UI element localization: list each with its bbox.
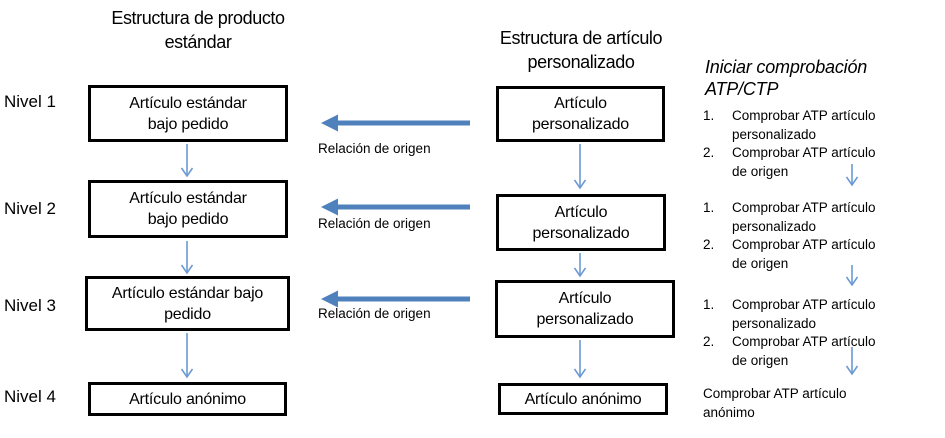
custom-item-box-level3: Artículo personalizado	[495, 280, 675, 338]
flow-arrow-down-icon	[180, 241, 194, 275]
left-column-title: Estructura de producto estándar	[111, 8, 285, 52]
level-label-3: Nivel 3	[4, 296, 56, 315]
anonymous-item-box-level4-middle: Artículo anónimo	[498, 383, 668, 415]
flow-arrow-down-icon	[573, 144, 587, 190]
list-number: 1.	[703, 108, 715, 123]
custom-item-box-level1: Artículo personalizado	[496, 86, 665, 142]
list-number: 1.	[703, 200, 715, 215]
list-number: 2.	[703, 237, 715, 252]
standard-item-box-level3: Artículo estándar bajo pedido	[85, 276, 290, 331]
atp-list-item: 1. Comprobar ATP artículo personalizado	[703, 296, 908, 333]
level-label-4: Nivel 4	[4, 387, 56, 406]
flow-arrow-down-icon	[180, 144, 194, 178]
origin-relation-label-2: Relación de origen	[318, 216, 431, 231]
list-text: Comprobar ATP artículo de origen	[732, 237, 876, 271]
list-text: Comprobar ATP artículo de origen	[732, 145, 876, 179]
list-text: Comprobar ATP artículo de origen	[732, 334, 876, 368]
atp-section-2: 1. Comprobar ATP artículo personalizado …	[703, 199, 908, 273]
custom-item-box-level2: Artículo personalizado	[496, 194, 666, 251]
atp-list-item: 2. Comprobar ATP artículo de origen	[703, 144, 908, 181]
standard-item-box-level2: Artículo estándar bajo pedido	[88, 180, 288, 238]
list-number: 1.	[703, 297, 715, 312]
flow-arrow-down-icon	[573, 253, 587, 278]
origin-relation-arrow-icon	[321, 198, 470, 216]
atp-section-1: 1. Comprobar ATP artículo personalizado …	[703, 107, 908, 181]
atp-section-3: 1. Comprobar ATP artículo personalizado …	[703, 296, 908, 370]
level-label-2: Nivel 2	[4, 199, 56, 218]
list-text: Comprobar ATP artículo personalizado	[732, 297, 876, 331]
list-text: Comprobar ATP artículo personalizado	[732, 200, 876, 234]
anonymous-item-box-level4-left: Artículo anónimo	[88, 382, 287, 416]
atp-list-item: 2. Comprobar ATP artículo de origen	[703, 236, 908, 273]
middle-column-title: Estructura de artículo personalizado	[499, 28, 663, 72]
atp-ctp-heading: Iniciar comprobación ATP/CTP	[705, 57, 868, 99]
atp-footer-text: Comprobar ATP artículo anónimo	[703, 386, 847, 420]
origin-relation-label-1: Relación de origen	[318, 141, 431, 156]
list-number: 2.	[703, 334, 715, 349]
list-number: 2.	[703, 145, 715, 160]
flow-arrow-down-icon	[573, 340, 587, 379]
standard-item-box-level1: Artículo estándar bajo pedido	[88, 85, 288, 142]
level-label-1: Nivel 1	[4, 92, 56, 111]
origin-relation-arrow-icon	[321, 114, 470, 132]
flow-arrow-down-icon	[180, 333, 194, 379]
atp-list-item: 1. Comprobar ATP artículo personalizado	[703, 199, 908, 236]
atp-list-item: 1. Comprobar ATP artículo personalizado	[703, 107, 908, 144]
origin-relation-label-3: Relación de origen	[318, 306, 431, 321]
list-text: Comprobar ATP artículo personalizado	[732, 108, 876, 142]
atp-list-item: 2. Comprobar ATP artículo de origen	[703, 333, 908, 370]
